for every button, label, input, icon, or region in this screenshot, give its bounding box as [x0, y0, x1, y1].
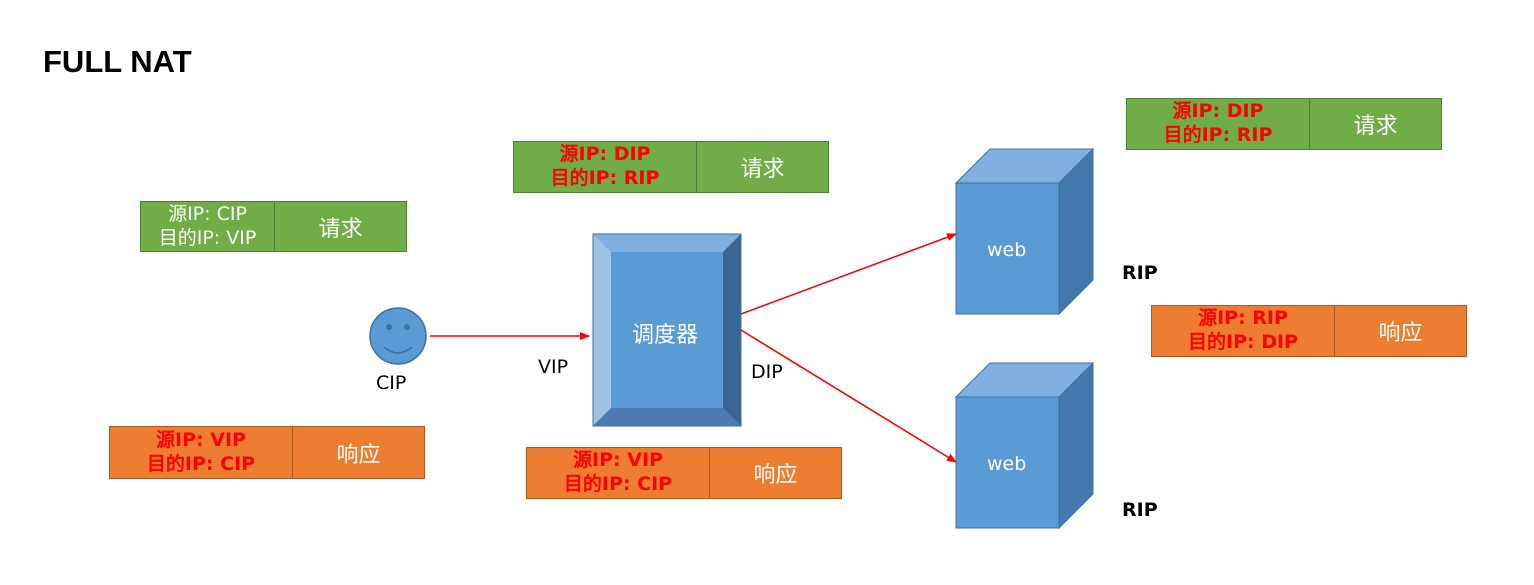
web-server-label: web	[987, 453, 1027, 475]
smiley-face-icon	[369, 307, 427, 365]
packet-type-label: 响应	[292, 427, 424, 478]
source-ip-text: 源IP: CIP	[168, 202, 247, 225]
packet-type-label: 请求	[274, 202, 406, 251]
packet-type-label: 响应	[1334, 306, 1466, 356]
director-to-web2-arrow	[740, 329, 957, 463]
bevel-box-icon	[592, 233, 742, 427]
source-ip-text: 源IP: VIP	[156, 428, 246, 451]
source-ip-text: 源IP: RIP	[1198, 307, 1288, 330]
director-response-packet: 源IP: VIP 目的IP: CIP 响应	[526, 447, 842, 499]
source-ip-text: 源IP: DIP	[1172, 100, 1264, 123]
destination-ip-text: 目的IP: DIP	[1188, 331, 1298, 353]
client-request-packet: 源IP: CIP 目的IP: VIP 请求	[140, 201, 407, 252]
web-response-packet: 源IP: RIP 目的IP: DIP 响应	[1151, 305, 1467, 357]
director-to-web1-arrow	[740, 233, 957, 315]
destination-ip-text: 目的IP: VIP	[158, 226, 257, 249]
page-title: FULL NAT	[43, 44, 192, 79]
packet-type-label: 响应	[709, 448, 841, 498]
packet-header: 源IP: VIP 目的IP: CIP	[527, 448, 709, 498]
source-ip-text: 源IP: DIP	[559, 143, 651, 166]
director-label: 调度器	[632, 323, 699, 348]
packet-header: 源IP: DIP 目的IP: RIP	[514, 142, 696, 192]
web-server-label: web	[987, 239, 1027, 261]
web-request-packet: 源IP: DIP 目的IP: RIP 请求	[1126, 98, 1442, 150]
source-ip-text: 源IP: VIP	[573, 449, 663, 472]
destination-ip-text: 目的IP: CIP	[563, 473, 673, 495]
dip-label: DIP	[751, 361, 783, 383]
packet-header: 源IP: RIP 目的IP: DIP	[1152, 306, 1334, 356]
packet-type-label: 请求	[696, 142, 828, 192]
vip-label: VIP	[538, 356, 569, 378]
destination-ip-text: 目的IP: RIP	[550, 167, 660, 189]
packet-type-label: 请求	[1309, 99, 1441, 149]
real-ip-label: RIP	[1122, 262, 1158, 284]
destination-ip-text: 目的IP: CIP	[146, 452, 256, 475]
director-request-packet: 源IP: DIP 目的IP: RIP 请求	[513, 141, 829, 193]
real-ip-label: RIP	[1122, 499, 1158, 521]
cube-icon	[954, 361, 1095, 530]
packet-header: 源IP: CIP 目的IP: VIP	[141, 202, 274, 251]
cube-icon	[954, 147, 1095, 316]
packet-header: 源IP: VIP 目的IP: CIP	[110, 427, 292, 478]
packet-header: 源IP: DIP 目的IP: RIP	[1127, 99, 1309, 149]
client-ip-label: CIP	[376, 372, 407, 394]
client-response-packet: 源IP: VIP 目的IP: CIP 响应	[109, 426, 425, 479]
destination-ip-text: 目的IP: RIP	[1163, 124, 1273, 146]
